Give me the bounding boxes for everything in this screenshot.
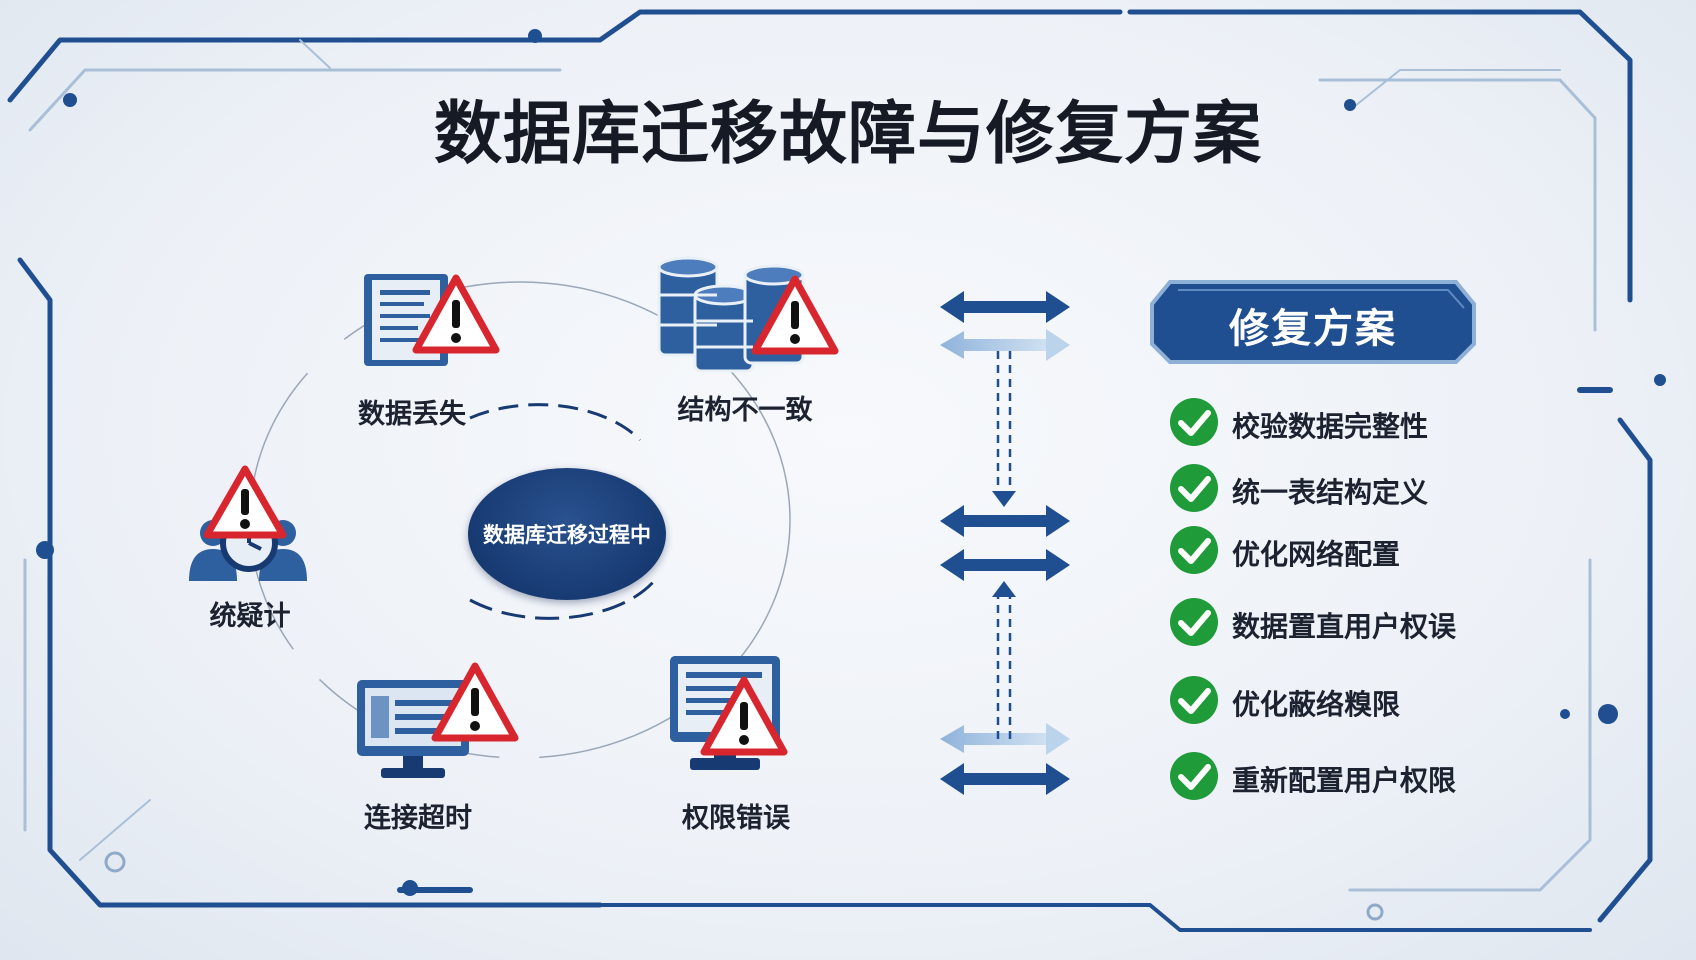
- check-circle-icon: [1170, 598, 1218, 646]
- monitor-warning-icon: [357, 662, 519, 778]
- solution-item-label: 统一表结构定义: [1232, 476, 1429, 509]
- database-warning-icon: [657, 256, 839, 373]
- solution-item-label: 优化蔽络糗限: [1232, 688, 1401, 721]
- double-arrow-icon: [940, 723, 1070, 795]
- document-warning-icon: [364, 274, 500, 366]
- solution-item-label: 优化网络配置: [1232, 538, 1401, 571]
- fault-label-permission: 权限错误: [682, 803, 790, 834]
- check-circle-icon: [1170, 526, 1218, 574]
- fault-label-schema-mismatch: 结构不一致: [677, 395, 813, 426]
- flow-arrows: [940, 291, 1070, 795]
- solution-item-label: 校验数据完整性: [1232, 410, 1429, 443]
- check-circle-icon: [1170, 676, 1218, 724]
- check-circle-icon: [1170, 464, 1218, 512]
- migration-process-node: 数据库迁移过程中: [468, 468, 666, 600]
- solution-item-label: 数据置直用户权误: [1232, 610, 1457, 643]
- fault-label-data-loss: 数据丢失: [358, 399, 466, 430]
- users-clock-warning-icon: [189, 465, 307, 581]
- solutions-header-label: 修复方案: [1229, 306, 1397, 352]
- banner-shape: [1150, 280, 1476, 364]
- double-arrow-icon: [940, 505, 1070, 581]
- solution-item-label: 重新配置用户权限: [1232, 764, 1457, 797]
- check-circle-icon: [1170, 398, 1218, 446]
- migration-process-label: 数据库迁移过程中: [483, 523, 651, 547]
- double-arrow-icon: [940, 291, 1070, 361]
- solutions-header: 修复方案: [1148, 278, 1478, 366]
- page-title: 数据库迁移故障与修复方案: [433, 95, 1262, 174]
- fault-label-unknown: 统疑计: [209, 601, 291, 632]
- computer-warning-icon: [670, 656, 788, 770]
- check-circle-icon: [1170, 752, 1218, 800]
- fault-label-timeout: 连接超时: [364, 803, 472, 834]
